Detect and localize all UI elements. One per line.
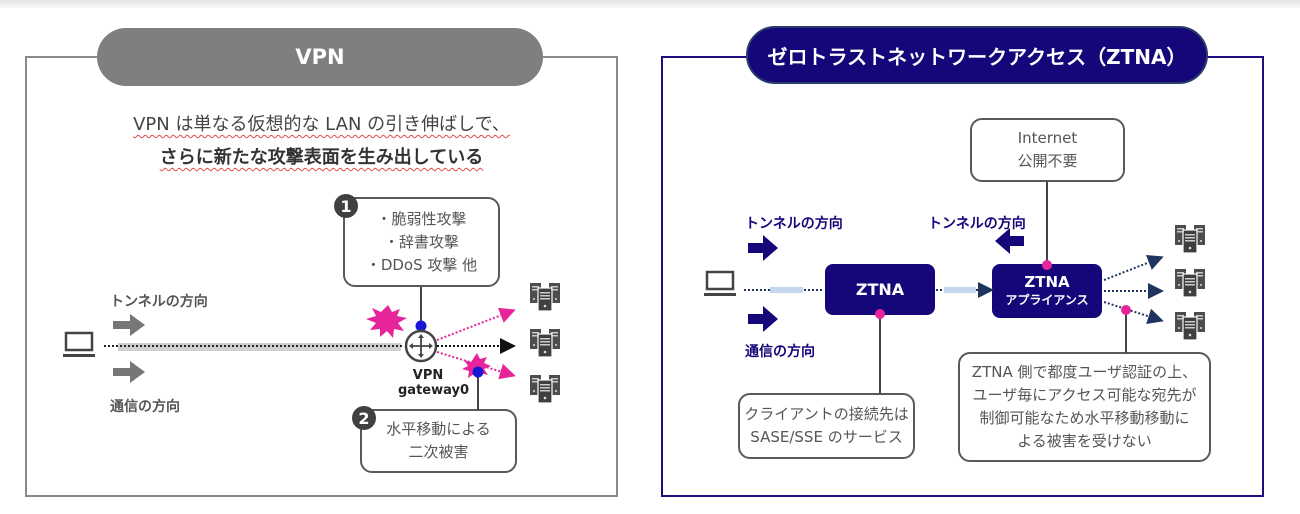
vpn-attack-callout: ・脆弱性攻撃 ・辞書攻撃 ・DDoS 攻撃 他 [343,197,500,287]
ztna-tunnel-direction-label-right: トンネルの方向 [928,216,1026,232]
vpn-title: VPN [295,45,345,69]
vpn-title-pill: VPN [97,28,543,86]
ztna-service-node: ZTNA [825,264,935,315]
vpn-traffic-direction-label: 通信の方向 [110,399,180,415]
number-badge-1: 1 [334,194,358,218]
vpn-headline-line1: VPN は単なる仮想的な LAN の引き伸ばしで、 [133,114,510,135]
per-user-auth-box: ZTNA 側で都度ユーザ認証の上、 ユーザ毎にアクセス可能な宛先が 制御可能なた… [958,352,1211,462]
ztna-traffic-direction-label: 通信の方向 [745,344,815,360]
vpn-tunnel-direction-label: トンネルの方向 [110,294,208,310]
vpn-lateral-callout: 水平移動による 二次被害 [360,409,517,473]
callout2-line: 二次被害 [408,443,469,461]
vpn-headline-line2: さらに新たな攻撃表面を生み出している [159,147,484,168]
ztna-appliance-node: ZTNA アプライアンス [992,264,1102,318]
vpn-gateway-label: VPN gateway0 [398,368,470,398]
callout1-line: ・脆弱性攻撃 [376,209,467,228]
internet-not-required-box: Internet 公開不要 [970,118,1125,182]
number-badge-2: 2 [352,406,376,430]
callout1-line: ・DDoS 攻撃 他 [365,255,478,274]
callout1-line: ・辞書攻撃 [383,232,459,251]
client-connection-box: クライアントの接続先は SASE/SSE のサービス [738,393,915,459]
ztna-tunnel-direction-label-left: トンネルの方向 [745,216,843,232]
ztna-title: ゼロトラストネットワークアクセス（ZTNA） [767,44,1187,69]
top-shadow-bar [0,0,1300,8]
callout2-line: 水平移動による [386,420,491,438]
ztna-title-pill: ゼロトラストネットワークアクセス（ZTNA） [746,26,1208,84]
